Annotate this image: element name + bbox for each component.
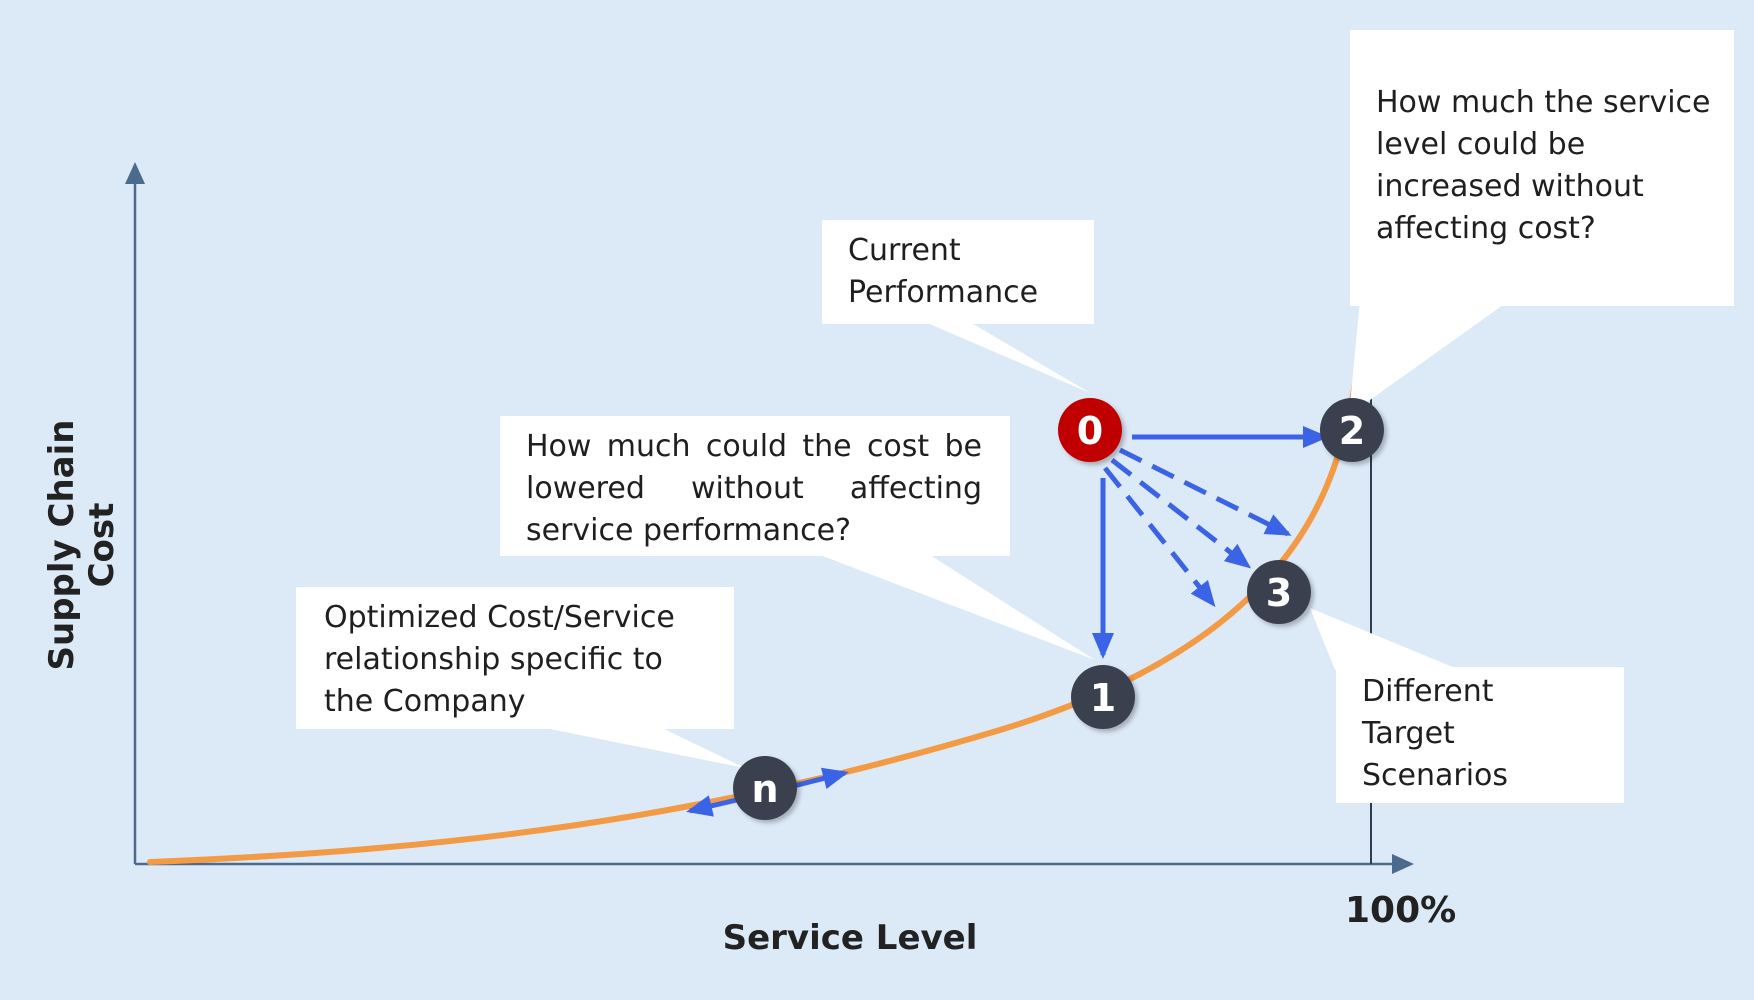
- callout-pointer-increase: [1349, 300, 1510, 415]
- callout-increase-line-1: How much the service: [1376, 85, 1711, 120]
- callout-pointer-current: [925, 322, 1090, 393]
- callout-optimized-line-3: the Company: [324, 684, 526, 719]
- marker-0-label: 0: [1077, 409, 1103, 453]
- x-axis-title: Service Level: [722, 918, 978, 958]
- marker-1-label: 1: [1090, 676, 1116, 720]
- marker-1: 1: [1071, 665, 1135, 729]
- callout-increase-line-3: increased without: [1376, 169, 1644, 204]
- marker-2: 2: [1320, 398, 1384, 462]
- marker-0: 0: [1058, 398, 1122, 462]
- callout-lower-line-1: How much could the cost be: [526, 429, 982, 464]
- callout-targets-line-1: Different: [1362, 674, 1494, 709]
- callout-optimized: Optimized Cost/Service relationship spec…: [296, 587, 734, 729]
- marker-2-label: 2: [1339, 409, 1365, 453]
- callout-target-scenarios: Different Target Scenarios: [1336, 667, 1624, 803]
- x-axis-arrowhead: [1392, 854, 1414, 874]
- callout-targets-line-3: Scenarios: [1362, 758, 1509, 793]
- callout-pointer-optimized: [540, 727, 745, 768]
- callout-pointer-lower: [820, 555, 1095, 660]
- arrow-dashed-upper: [1118, 447, 1292, 537]
- arrow-dashed-middle: [1110, 458, 1252, 569]
- callout-lower-cost: How much could the cost be lowered witho…: [500, 416, 1010, 556]
- callout-optimized-line-2: relationship specific to: [324, 642, 663, 677]
- marker-n-label: n: [751, 767, 778, 811]
- callout-current-line-1: Current: [848, 233, 961, 268]
- y-axis-arrowhead: [125, 162, 145, 184]
- marker-3: 3: [1247, 560, 1311, 624]
- callout-increase-line-2: level could be: [1376, 127, 1586, 162]
- callout-targets-line-2: Target: [1362, 716, 1455, 751]
- callout-optimized-line-1: Optimized Cost/Service: [324, 600, 675, 635]
- callout-increase-service: How much the service level could be incr…: [1350, 30, 1734, 306]
- callout-lower-line-2: lowered without affecting: [526, 471, 982, 506]
- callout-increase-line-4: affecting cost?: [1376, 211, 1596, 246]
- callout-current-performance: Current Performance: [822, 220, 1094, 324]
- callout-lower-line-3: service performance?: [526, 513, 852, 548]
- x-axis-max-label: 100%: [1345, 890, 1457, 931]
- arrow-dashed-lower: [1103, 466, 1216, 608]
- marker-3-label: 3: [1266, 571, 1292, 615]
- y-axis-title: Supply Chain Cost: [42, 419, 122, 671]
- callout-pointer-targets: [1310, 608, 1460, 670]
- callout-current-line-2: Performance: [848, 275, 1039, 310]
- marker-n: n: [733, 756, 797, 820]
